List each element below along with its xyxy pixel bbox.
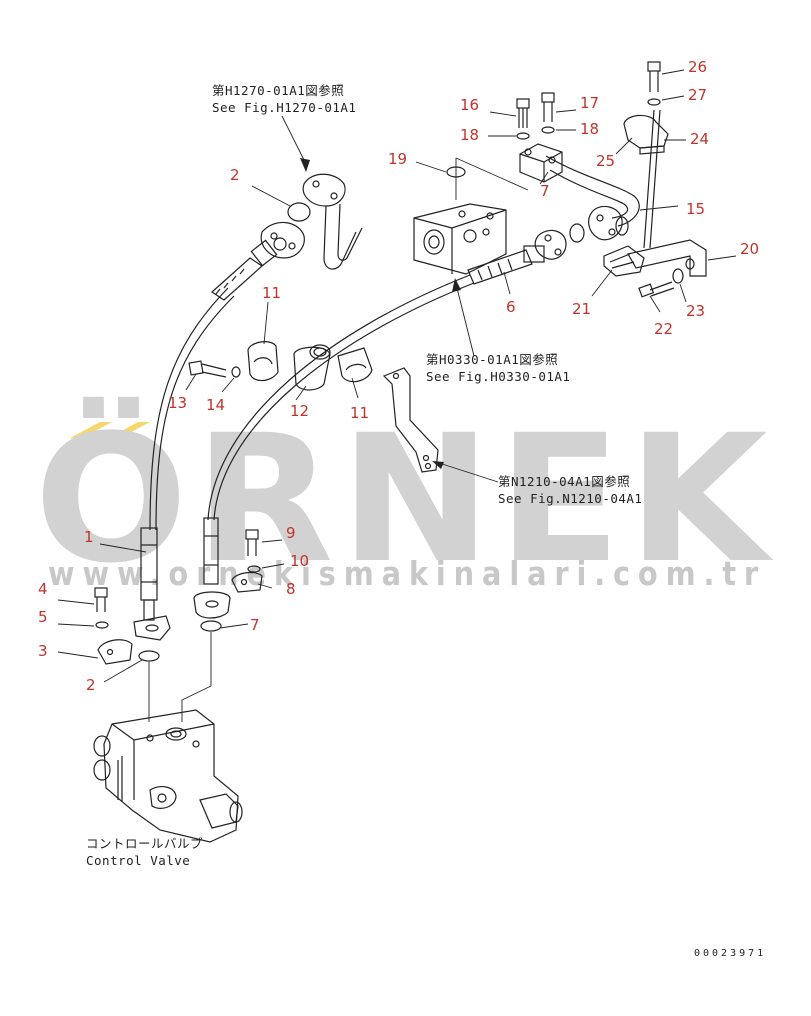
hose-assembly-6	[193, 223, 585, 619]
watermark-accent-right	[108, 422, 150, 438]
valve-block-19	[413, 157, 529, 275]
part-label-5: 5	[38, 608, 48, 626]
part-leaders	[57, 69, 737, 683]
ref-n1210-jp: 第N1210-04A1図参照	[498, 474, 630, 489]
hose-lines	[149, 274, 475, 531]
part-label-2-upper: 2	[230, 166, 240, 184]
ref-h0330-jp: 第H0330-01A1図参照	[426, 352, 558, 367]
hose-assembly-1	[133, 221, 305, 641]
clamp-assembly-24-27	[623, 61, 669, 249]
part-label-6: 6	[506, 298, 516, 316]
part-label-3: 3	[38, 642, 48, 660]
reference-texts: 第H1270-01A1図参照 See Fig.H1270-01A1 第H0330…	[86, 83, 642, 868]
part-label-23: 23	[686, 302, 705, 320]
part-label-24: 24	[690, 130, 709, 148]
ref-h1270-en: See Fig.H1270-01A1	[212, 100, 356, 115]
part-label-14: 14	[206, 396, 225, 414]
flanges-3-8	[94, 529, 263, 665]
part-label-22: 22	[654, 320, 673, 338]
reference-leaders	[281, 115, 499, 483]
part-label-25: 25	[596, 152, 615, 170]
bracket-assembly-20-23	[603, 239, 707, 298]
part-label-15: 15	[686, 200, 705, 218]
part-label-18-left: 18	[460, 126, 479, 144]
watermark-accent-left	[70, 422, 112, 438]
part-label-16: 16	[460, 96, 479, 114]
ref-h0330-en: See Fig.H0330-01A1	[426, 369, 570, 384]
part-label-19: 19	[388, 150, 407, 168]
clamp-11-left	[188, 341, 279, 382]
part-label-13: 13	[168, 394, 187, 412]
control-valve	[93, 632, 243, 843]
part-label-2-lower: 2	[86, 676, 96, 694]
drawing-code: 00023971	[694, 948, 766, 959]
part-label-11-right: 11	[350, 404, 369, 422]
o-rings-lower	[138, 620, 222, 662]
part-label-7-lower: 7	[250, 616, 260, 634]
part-label-10: 10	[290, 552, 309, 570]
part-labels: 1 4 5 3 2 2 7 8 9 10 11 11 12 13 14 6 16…	[38, 58, 759, 694]
part-label-21: 21	[572, 300, 591, 318]
part-label-7-upper: 7	[540, 182, 550, 200]
clamp-11-right	[337, 347, 439, 473]
grommet-12	[293, 344, 331, 391]
bolts-16-18	[516, 92, 555, 140]
tube-h1270	[287, 173, 363, 270]
part-label-4: 4	[38, 580, 48, 598]
part-label-1: 1	[84, 528, 94, 546]
part-label-27: 27	[688, 86, 707, 104]
control-valve-label-en: Control Valve	[86, 853, 190, 868]
part-label-11-left: 11	[262, 284, 281, 302]
watermark: ÖRNEK www.ornekismakinalari.com.tr	[34, 395, 768, 602]
part-label-20: 20	[740, 240, 759, 258]
part-label-12: 12	[290, 402, 309, 420]
watermark-url: www.ornekismakinalari.com.tr	[48, 554, 766, 593]
part-label-9: 9	[286, 524, 296, 542]
ref-n1210-en: See Fig.N1210-04A1	[498, 491, 642, 506]
control-valve-label-jp: コントロールバルブ	[86, 836, 203, 851]
part-label-17: 17	[580, 94, 599, 112]
part-label-18-right: 18	[580, 120, 599, 138]
ref-h1270-jp: 第H1270-01A1図参照	[212, 83, 344, 98]
tube-15	[519, 143, 640, 241]
part-label-8: 8	[286, 580, 296, 598]
part-label-26: 26	[688, 58, 707, 76]
